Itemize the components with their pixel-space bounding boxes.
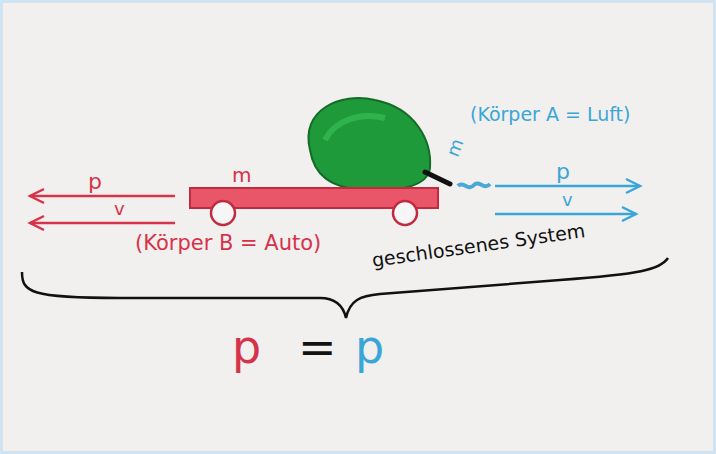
car-wheel [211,201,235,225]
balloon-shade [325,116,385,140]
momentum-symbol: p [556,160,570,184]
velocity-symbol: v [562,190,573,210]
car-arrows [30,189,175,230]
system-brace [22,258,668,318]
mass-symbol: m [232,164,251,186]
balloon [308,98,430,190]
car-wheel [393,201,417,225]
nozzle [425,172,450,184]
air-stream [458,183,490,187]
air-arrows [495,179,640,221]
formula-symbol: = [298,322,337,373]
momentum-symbol: p [88,170,102,194]
formula-symbol: p [232,322,261,373]
velocity-symbol: v [114,199,125,219]
body-label: (Körper B = Auto) [135,232,321,255]
body-label: (Körper A = Luft) [470,104,630,125]
formula-symbol: p [355,322,384,373]
